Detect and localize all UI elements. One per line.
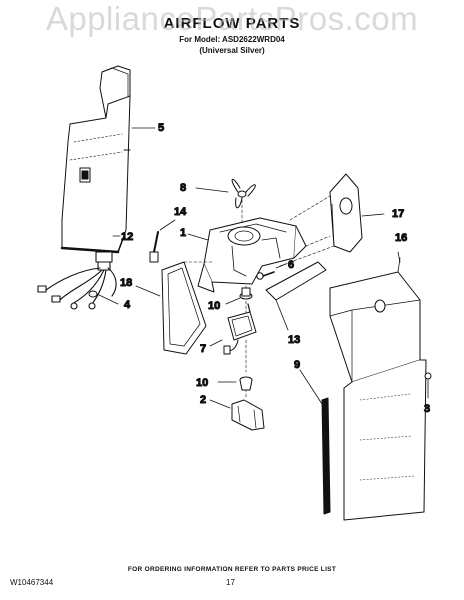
callout-1: 1	[180, 227, 186, 239]
model-line: For Model: ASD2622WRD04	[179, 35, 285, 44]
part-4-connector	[88, 290, 119, 305]
page-number: 17	[226, 578, 235, 587]
callout-4: 4	[124, 299, 131, 311]
callout-16: 16	[395, 232, 407, 244]
part-5-air-duct-panel	[60, 65, 156, 254]
callout-2: 2	[200, 394, 206, 406]
document-number: W10467344	[10, 578, 54, 587]
part-1-fan-shroud	[187, 217, 307, 293]
ordering-note: FOR ORDERING INFORMATION REFER TO PARTS …	[127, 566, 337, 573]
part-2-motor-bracket	[209, 399, 265, 431]
part-14-connector	[149, 219, 176, 263]
part-10-upper-grommet	[225, 287, 253, 305]
callout-9: 9	[294, 359, 300, 371]
callout-7: 7	[200, 343, 206, 355]
callout-8: 8	[180, 182, 186, 194]
variant-line: (Universal Silver)	[199, 46, 265, 55]
part-9-seal-strip	[299, 369, 331, 515]
part-13-baffle-strip	[265, 261, 327, 331]
part-17-duct-bracket	[329, 173, 385, 253]
part-8-fan-blade	[195, 178, 256, 225]
part-6-screw	[256, 263, 287, 280]
callout-12: 12	[121, 231, 133, 243]
callout-5: 5	[158, 122, 164, 134]
callout-10-upper: 10	[208, 300, 220, 312]
callout-18: 18	[120, 277, 132, 289]
part-10-lower-grommet	[217, 376, 253, 391]
part-3-screw	[424, 372, 432, 399]
callout-14: 14	[174, 206, 187, 218]
callout-17: 17	[392, 208, 404, 220]
callout-13: 13	[288, 334, 300, 346]
page-title: AIRFLOW PARTS	[163, 15, 301, 32]
part-7-fan-motor	[209, 303, 257, 355]
callout-3: 3	[424, 403, 430, 415]
callout-10-lower: 10	[196, 377, 208, 389]
part-18-baffle	[135, 261, 207, 355]
part-12-wire-harness	[37, 235, 121, 310]
part-16-evaporator-cover	[329, 251, 427, 521]
callout-6: 6	[288, 259, 294, 271]
